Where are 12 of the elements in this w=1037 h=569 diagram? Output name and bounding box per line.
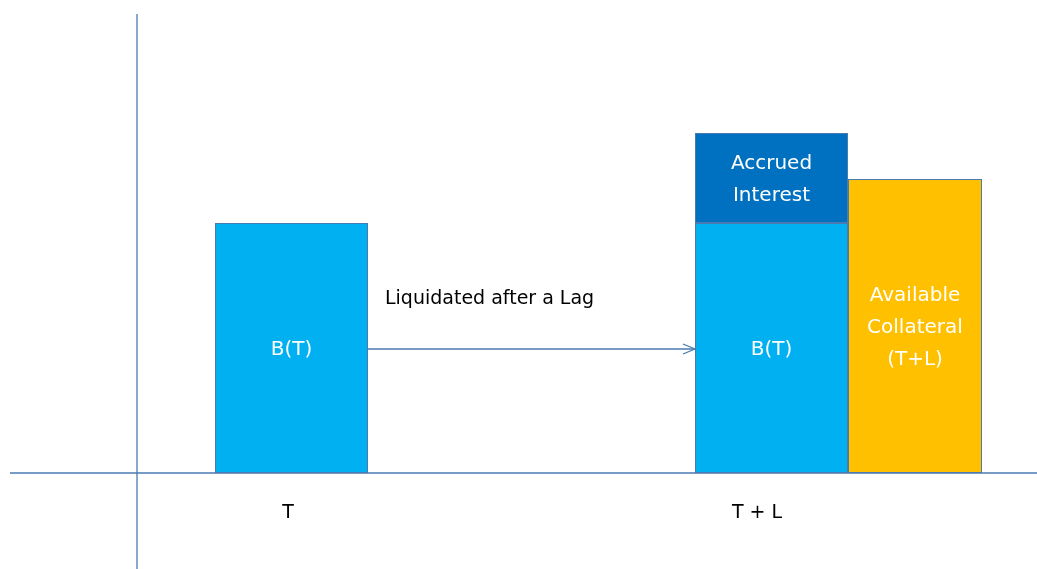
bar-label: B(T): [269, 335, 314, 362]
axis-label: T: [282, 500, 294, 522]
bar-label: B(T): [749, 335, 794, 362]
axis-label: T + L: [731, 500, 783, 522]
bar: [848, 179, 982, 473]
arrow: [367, 343, 696, 355]
bar: [215, 223, 368, 473]
bar-segment: [695, 133, 848, 223]
bar-label: Accrued Interest: [729, 149, 814, 208]
bar-segment: [695, 223, 848, 473]
edge-label: Liquidated after a Lag: [385, 286, 595, 308]
bar-label: Available Collateral (T+L): [866, 281, 964, 372]
